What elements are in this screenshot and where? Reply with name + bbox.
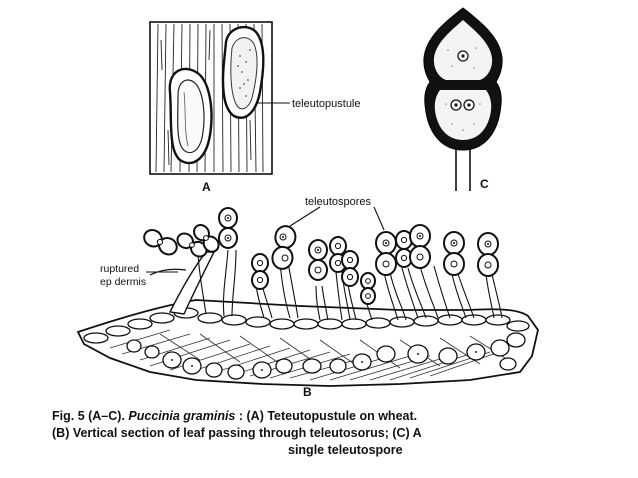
teleutospore-stalks xyxy=(197,249,503,321)
caption-species: Puccinia graminis xyxy=(128,409,236,423)
teleutospore-upper-cell xyxy=(433,20,493,80)
panel-b-leaf-section: teleutospores ruptured ep dermis B xyxy=(76,196,539,399)
caption-prefix: Fig. 5 (A–C). xyxy=(52,409,125,423)
epidermal-cells xyxy=(83,307,530,344)
panel-label-a: A xyxy=(202,180,211,194)
pointer-line-teleutospores-1 xyxy=(289,206,321,227)
panel-label-b: B xyxy=(303,385,312,399)
panel-a-leaf-surface: teleutopustule A xyxy=(149,21,361,194)
label-ruptured: ruptured xyxy=(100,263,139,275)
teleutospore-lower-cell xyxy=(434,90,492,140)
caption-line3: single teleutospore xyxy=(288,443,403,457)
panel-c-single-teleutospore: C xyxy=(423,7,503,191)
panel-label-c: C xyxy=(480,177,489,191)
caption-line2: (B) Vertical section of leaf passing thr… xyxy=(52,426,422,440)
figure-caption: Fig. 5 (A–C). Puccinia graminis : (A) Te… xyxy=(52,408,612,459)
label-teleutospores: teleutospores xyxy=(305,196,372,208)
label-teleutopustule: teleutopustule xyxy=(292,98,361,110)
teleutospore-stalk xyxy=(455,148,471,191)
teleutopustule-right xyxy=(221,25,265,119)
caption-line1-rest: : (A) Teteutopustule on wheat. xyxy=(238,409,418,423)
pointer-line-teleutospores-2 xyxy=(373,206,385,231)
teleutopustule-left xyxy=(168,67,213,165)
label-epidermis: ep dermis xyxy=(100,276,146,288)
